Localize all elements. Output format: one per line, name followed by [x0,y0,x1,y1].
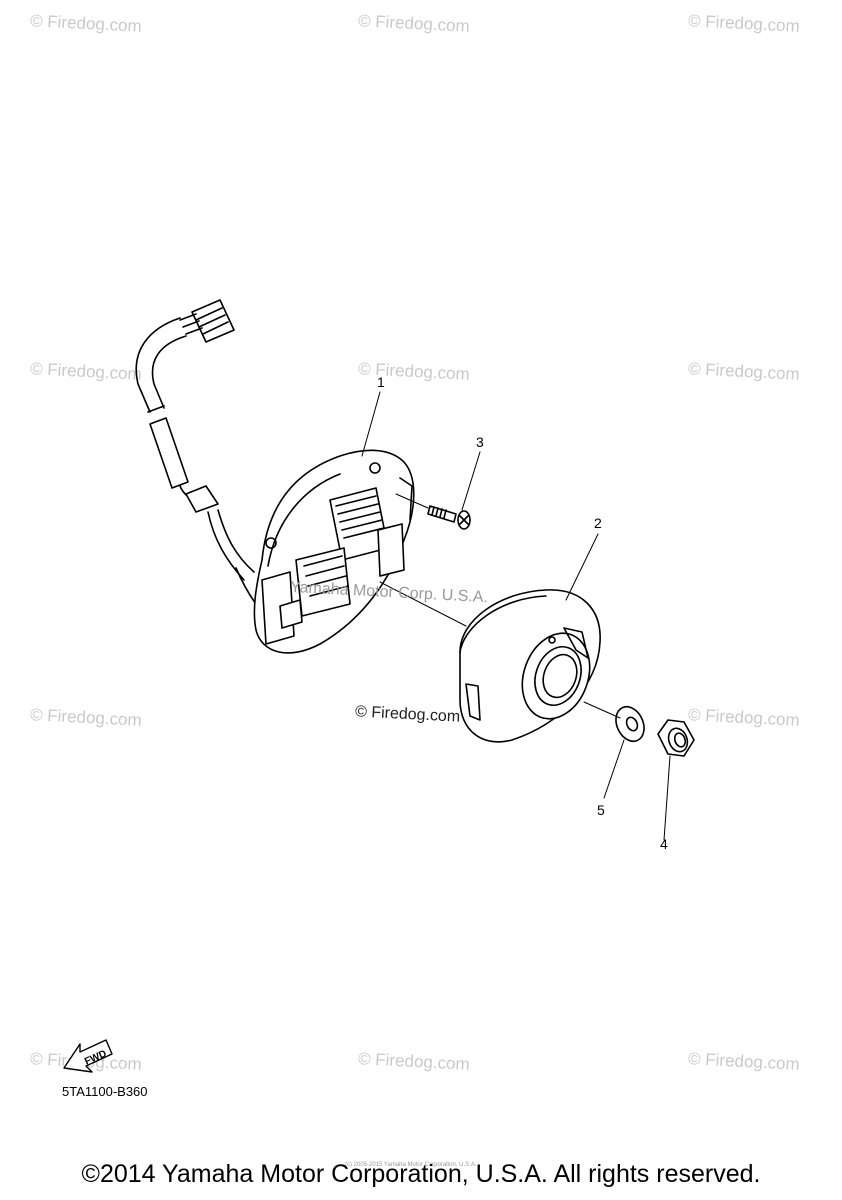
callout-4: 4 [660,836,668,852]
fwd-arrow-icon [63,1039,113,1073]
leader-4 [663,755,671,841]
flywheel-rotor [459,589,601,743]
leader-1 [361,391,381,457]
copyright: ©2014 Yamaha Motor Corporation, U.S.A. A… [81,1160,761,1188]
tiny-copyright: (c) 2005-2015 Yamaha Motor Corporation, … [345,1162,477,1168]
callout-1: 1 [377,374,385,390]
washer [583,701,645,743]
screw [395,493,471,530]
callout-2: 2 [594,515,602,531]
connector-plug [179,299,235,343]
leader-3 [461,451,481,511]
leader-2 [565,533,599,601]
wire-harness [135,317,271,621]
nut [657,719,695,757]
leader-5 [603,739,625,799]
stator-assembly [253,449,415,654]
callout-5: 5 [597,802,605,818]
callout-3: 3 [476,434,484,450]
diagram-code: 5TA1100-B360 [62,1084,148,1099]
